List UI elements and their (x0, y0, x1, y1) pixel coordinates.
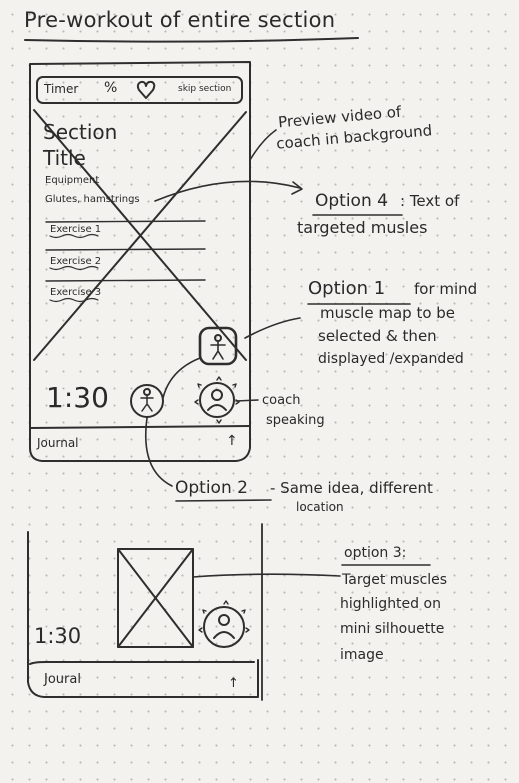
option1-text-4: displayed /expanded (318, 351, 464, 367)
option1-text-2: muscle map to be (320, 304, 456, 322)
coach-note-1: coach (262, 393, 301, 408)
small-phone-frame (27, 531, 259, 698)
small-coach-ring (203, 606, 245, 648)
option2-text-1: - Same idea, different (270, 479, 433, 497)
coach-note-2: speaking (266, 413, 325, 428)
option1-text-3: selected & then (318, 327, 437, 345)
page-title: Pre-workout of entire section (24, 8, 336, 32)
small-journal-bar (29, 661, 255, 665)
small-timer-value: 1:30 (34, 624, 82, 648)
silhouette-box (117, 548, 194, 648)
title-underline (24, 37, 359, 43)
option1-label: Option 1 (308, 278, 386, 299)
option2-text-2: location (296, 500, 344, 514)
option4-text-1: : Text of (400, 192, 460, 210)
timer-label: Timer (44, 82, 79, 96)
section-title-line1: Section (43, 120, 118, 144)
section-title-line2: Title (43, 146, 86, 170)
option3-text-1: Target muscles (342, 572, 448, 588)
exercise-3: Exercise 3 (50, 287, 102, 298)
option3-label: option 3: (344, 545, 407, 561)
percent-label: % (104, 80, 118, 96)
exercise-2: Exercise 2 (50, 256, 102, 267)
journal-label: Journal (37, 436, 79, 450)
option1-text-1: for mind (414, 280, 478, 298)
small-journal-label: Joural (44, 672, 81, 687)
main-phone-frame (29, 61, 251, 462)
top-bar-box (36, 76, 243, 104)
option3-text-2: highlighted on (340, 596, 441, 612)
exercise-1: Exercise 1 (50, 224, 102, 235)
option3-text-4: image (340, 647, 384, 663)
small-journal-arrow-icon: ↑ (228, 676, 239, 691)
option4-text-2: targeted musles (297, 218, 428, 237)
journal-bar (29, 425, 251, 429)
heart-icon (136, 80, 156, 99)
coach-icon-ring (199, 382, 235, 418)
muscle-map-button-frame (198, 326, 238, 366)
timer-value: 1:30 (46, 381, 109, 414)
option2-circle (130, 384, 164, 418)
option4-label: Option 4 (315, 191, 388, 211)
equipment-label: Equipment (45, 175, 100, 186)
journal-arrow-icon: ↑ (226, 433, 238, 449)
video-cross-b (33, 111, 247, 361)
skip-section-label: skip section (178, 84, 232, 94)
muscles-label: Glutes, hamstrings (45, 194, 140, 205)
option2-label: Option 2 (175, 478, 248, 498)
option3-text-3: mini silhouette (340, 621, 445, 637)
